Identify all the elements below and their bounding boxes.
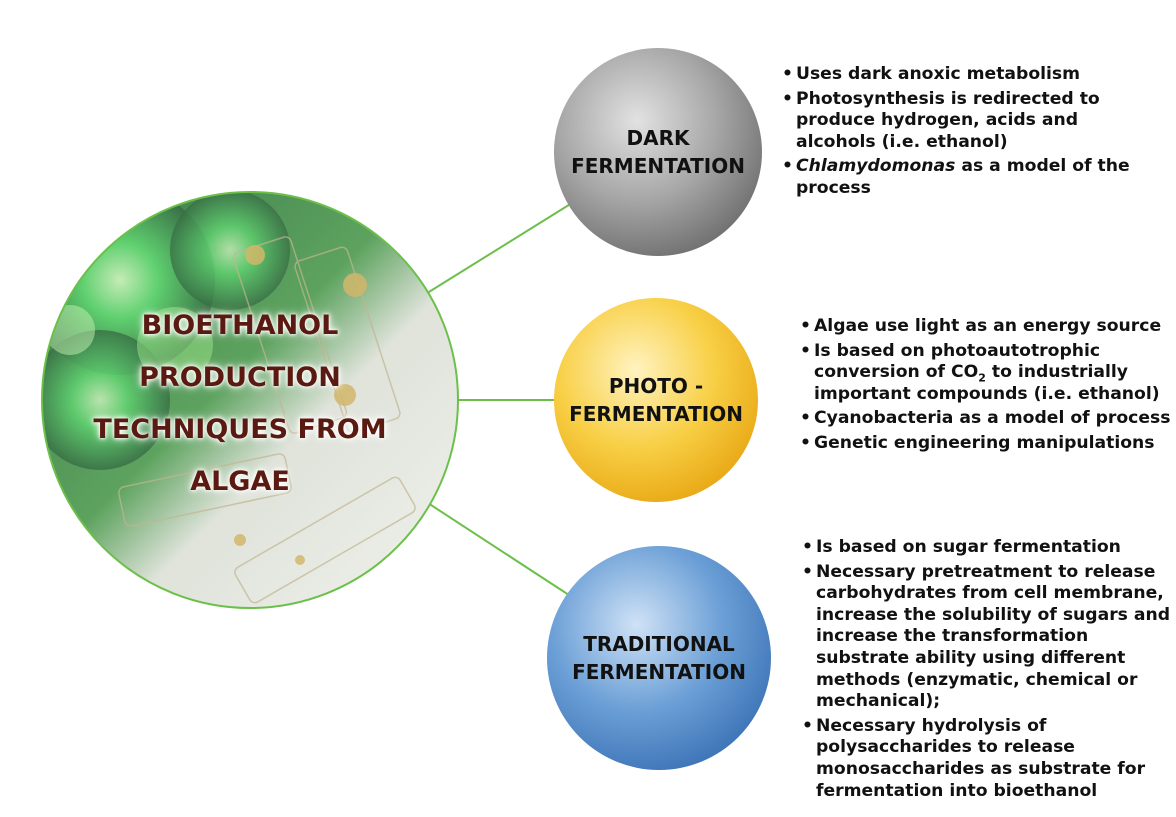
photo-fermentation-bullets: Algae use light as an energy source Is b… bbox=[798, 316, 1176, 458]
bullet-item: Necessary pretreatment to release carboh… bbox=[800, 562, 1176, 713]
bullet-item: Uses dark anoxic metabolism bbox=[780, 64, 1160, 86]
bullet-text: Uses dark anoxic metabolism bbox=[796, 64, 1081, 84]
bullet-item: Is based on sugar fermentation bbox=[800, 537, 1176, 559]
bullet-item: Photosynthesis is redirected to produce … bbox=[780, 89, 1160, 154]
label-line: FERMENTATION bbox=[572, 660, 746, 684]
label-line: TRADITIONAL bbox=[583, 632, 735, 656]
dark-fermentation-bubble bbox=[554, 48, 762, 256]
bullet-item: Cyanobacteria as a model of process bbox=[798, 408, 1176, 430]
bullet-item: Is based on photoautotrophic conversion … bbox=[798, 341, 1176, 406]
label-line: PHOTO - bbox=[608, 374, 704, 398]
center-title-line: BIOETHANOL bbox=[141, 310, 339, 341]
label-line: FERMENTATION bbox=[569, 402, 743, 426]
photo-fermentation-bubble bbox=[554, 298, 758, 502]
bullet-text: Cyanobacteria as a model of process bbox=[814, 408, 1171, 429]
traditional-fermentation-bullets: Is based on sugar fermentation Necessary… bbox=[800, 537, 1176, 805]
bullet-text: as a model of the process bbox=[796, 156, 1130, 198]
center-image bbox=[42, 192, 458, 608]
label-line: DARK bbox=[626, 126, 690, 150]
center-title-line: PRODUCTION bbox=[139, 362, 341, 393]
bullet-text: Algae use light as an energy source bbox=[814, 316, 1162, 336]
traditional-fermentation-bubble bbox=[547, 546, 771, 770]
connector-lines bbox=[407, 202, 573, 598]
bullet-item: Necessary hydrolysis of polysaccharides … bbox=[800, 716, 1176, 802]
bullet-item: Chlamydomonas as a model of the process bbox=[780, 156, 1160, 199]
bullet-text: Is based on photoautotrophic conversion … bbox=[814, 340, 1101, 383]
bullet-italic-text: Chlamydomonas bbox=[796, 156, 956, 177]
label-line: FERMENTATION bbox=[571, 154, 745, 178]
dark-fermentation-label: DARK FERMENTATION bbox=[568, 124, 748, 180]
connector-dark bbox=[407, 202, 573, 306]
bullet-text: to industrially important compounds (i.e… bbox=[814, 362, 1160, 404]
center-circle-border bbox=[41, 191, 459, 609]
center-title-line: TECHNIQUES FROM bbox=[93, 414, 387, 445]
traditional-fermentation-label: TRADITIONAL FERMENTATION bbox=[569, 630, 749, 686]
center-title: BIOETHANOL PRODUCTION TECHNIQUES FROM AL… bbox=[80, 300, 400, 508]
bullet-subscript: 2 bbox=[978, 371, 986, 385]
bullet-item: Algae use light as an energy source bbox=[798, 316, 1176, 338]
bullet-text: Necessary pretreatment to release carboh… bbox=[816, 561, 1171, 712]
photo-fermentation-label: PHOTO - FERMENTATION bbox=[566, 372, 746, 428]
bullet-item: Genetic engineering manipulations bbox=[798, 433, 1176, 455]
bullet-text: Is based on sugar fermentation bbox=[816, 537, 1121, 557]
bullet-text: Genetic engineering manipulations bbox=[814, 432, 1155, 453]
bullet-text: Photosynthesis is redirected to produce … bbox=[796, 88, 1100, 152]
bullet-text: Necessary hydrolysis of polysaccharides … bbox=[816, 715, 1146, 801]
dark-fermentation-bullets: Uses dark anoxic metabolism Photosynthes… bbox=[780, 64, 1160, 203]
center-title-line: ALGAE bbox=[190, 466, 290, 497]
connector-traditional bbox=[407, 489, 573, 598]
